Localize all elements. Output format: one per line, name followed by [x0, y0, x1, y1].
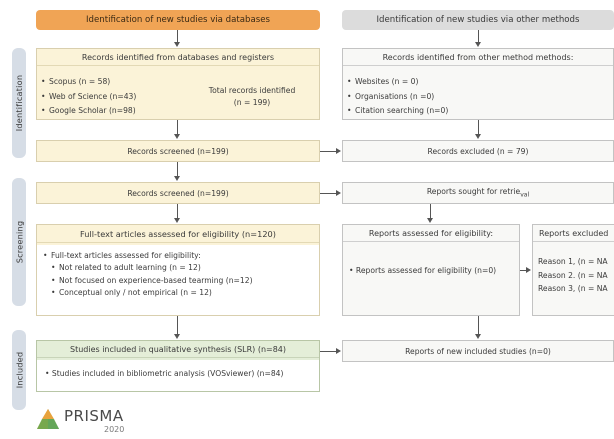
reports-excluded-box: Reports excluded Reason 1, (n = NA Reaso… [532, 224, 614, 316]
eligibility-other-bullet: • [349, 266, 356, 275]
arrow-line [430, 204, 431, 219]
reports-excluded-title: Reports excluded [533, 225, 614, 242]
arrow-head [174, 176, 180, 181]
arrow-line [320, 351, 337, 352]
prisma-logo-year: 2020 [104, 425, 125, 434]
records-excluded-box: Records excluded (n = 79) [342, 140, 614, 162]
arrow-line [177, 162, 178, 177]
total-records-label: Total records identified [208, 86, 296, 95]
header-databases: Identification of new studies via databa… [36, 10, 320, 30]
reports-sought-box: Reports sought for retrieval [342, 182, 614, 204]
arrow-head [174, 134, 180, 139]
database-google-scholar: Google Scholar (n=98) [41, 104, 136, 119]
prisma-logo-icon [37, 409, 59, 429]
phase-identification: Identification [12, 48, 26, 158]
phase-screening-label: Screening [14, 220, 25, 264]
eligibility-lead-text: Full-text articles assessed for eligibil… [51, 251, 201, 260]
database-scopus: Scopus (n = 58) [41, 75, 136, 90]
arrow-line [177, 204, 178, 219]
arrow-line [478, 30, 479, 43]
reports-excluded-reasons: Reason 1, (n = NA Reason 2. (n = NA Reas… [538, 255, 608, 296]
other-citation-searching: Citation searching (n=0) [347, 104, 448, 119]
phase-included: Included [12, 330, 26, 410]
new-reports-box: Reports of new included studies (n=0) [342, 340, 614, 362]
phase-included-label: Included [14, 351, 25, 389]
identification-other-title: Records identified from other method met… [343, 49, 613, 66]
arrow-line [320, 193, 337, 194]
total-records-value: (n = 199) [233, 98, 271, 107]
arrow-head [336, 348, 341, 354]
records-screened-box-2: Records screened (n=199) [36, 182, 320, 204]
exclusion-reason: Not related to adult learning (n = 12) [51, 262, 319, 275]
arrow-head [475, 134, 481, 139]
arrow-head [336, 190, 341, 196]
prisma-logo-name: PRISMA [64, 407, 124, 425]
reports-sought-text: Reports sought for retrie [426, 187, 521, 197]
included-item-text: Studies included in bibliometric analysi… [51, 369, 284, 378]
arrow-head [174, 42, 180, 47]
arrow-head [475, 334, 481, 339]
arrow-line [520, 270, 527, 271]
arrow-head [174, 218, 180, 223]
prisma-logo: PRISMA 2020 [36, 404, 146, 436]
arrow-line [177, 30, 178, 43]
arrow-line [478, 120, 479, 135]
identification-other-box: Records identified from other method met… [342, 48, 614, 120]
arrow-head [427, 218, 433, 223]
arrow-head [174, 334, 180, 339]
eligibility-other-item: • Reports assessed for eligibility (n=0) [349, 265, 496, 277]
included-title: Studies included in qualitative synthesi… [37, 341, 319, 358]
eligibility-databases-box: Full-text articles assessed for eligibil… [36, 224, 320, 316]
eligibility-lead: • Full-text articles assessed for eligib… [37, 245, 319, 262]
included-box: Studies included in qualitative synthesi… [36, 340, 320, 392]
excluded-reason: Reason 3, (n = NA [538, 284, 608, 293]
exclusion-reason: Conceptual only / not empirical (n = 12) [51, 287, 319, 300]
arrow-line [320, 151, 337, 152]
records-screened-2: Records screened (n=199) [127, 188, 229, 198]
included-bullet: • [45, 369, 52, 378]
included-body: • Studies included in bibliometric analy… [37, 360, 319, 391]
arrow-head [336, 148, 341, 154]
arrow-line [177, 316, 178, 335]
arrow-head [526, 267, 531, 273]
records-excluded: Records excluded (n = 79) [427, 146, 529, 156]
reports-sought: Reports sought for retrieval [427, 187, 529, 199]
other-methods-list: Websites (n = 0) Organisations (n =0) Ci… [343, 75, 448, 119]
arrow-line [478, 316, 479, 335]
header-other-methods-label: Identification of new studies via other … [376, 15, 580, 25]
excluded-reason: Reason 2. (n = NA [538, 270, 608, 280]
database-web-of-science: Web of Science (n=43) [41, 90, 136, 105]
reports-sought-suffix: val [520, 191, 530, 199]
identification-databases-title: Records identified from databases and re… [37, 49, 319, 66]
total-records: Total records identified (n = 199) [187, 85, 317, 109]
records-screened-box-1: Records screened (n=199) [36, 140, 320, 162]
phase-screening: Screening [12, 178, 26, 306]
eligibility-other-text: Reports assessed for eligibility (n=0) [355, 266, 497, 275]
records-screened-1: Records screened (n=199) [127, 146, 229, 156]
header-other-methods: Identification of new studies via other … [342, 10, 614, 30]
exclusion-reasons-list: Not related to adult learning (n = 12) N… [37, 262, 319, 300]
eligibility-lead-bullet: • [43, 251, 48, 260]
other-websites: Websites (n = 0) [347, 75, 448, 90]
new-reports: Reports of new included studies (n=0) [405, 346, 551, 356]
excluded-reason: Reason 1, (n = NA [538, 257, 608, 266]
header-databases-label: Identification of new studies via databa… [85, 15, 270, 25]
eligibility-databases-body: • Full-text articles assessed for eligib… [37, 245, 319, 315]
phase-identification-label: Identification [14, 74, 25, 132]
exclusion-reason: Not focused on experience-based tearming… [51, 275, 319, 288]
arrow-line [177, 120, 178, 135]
eligibility-other-title: Reports assessed for eligibility: [343, 225, 519, 242]
eligibility-other-box: Reports assessed for eligibility: • Repo… [342, 224, 520, 316]
arrow-head [475, 42, 481, 47]
eligibility-databases-title: Full-text articles assessed for eligibil… [37, 225, 319, 243]
identification-databases-box: Records identified from databases and re… [36, 48, 320, 120]
database-list: Scopus (n = 58) Web of Science (n=43) Go… [37, 75, 136, 119]
other-organisations: Organisations (n =0) [347, 90, 448, 105]
included-item: • Studies included in bibliometric analy… [37, 360, 319, 378]
